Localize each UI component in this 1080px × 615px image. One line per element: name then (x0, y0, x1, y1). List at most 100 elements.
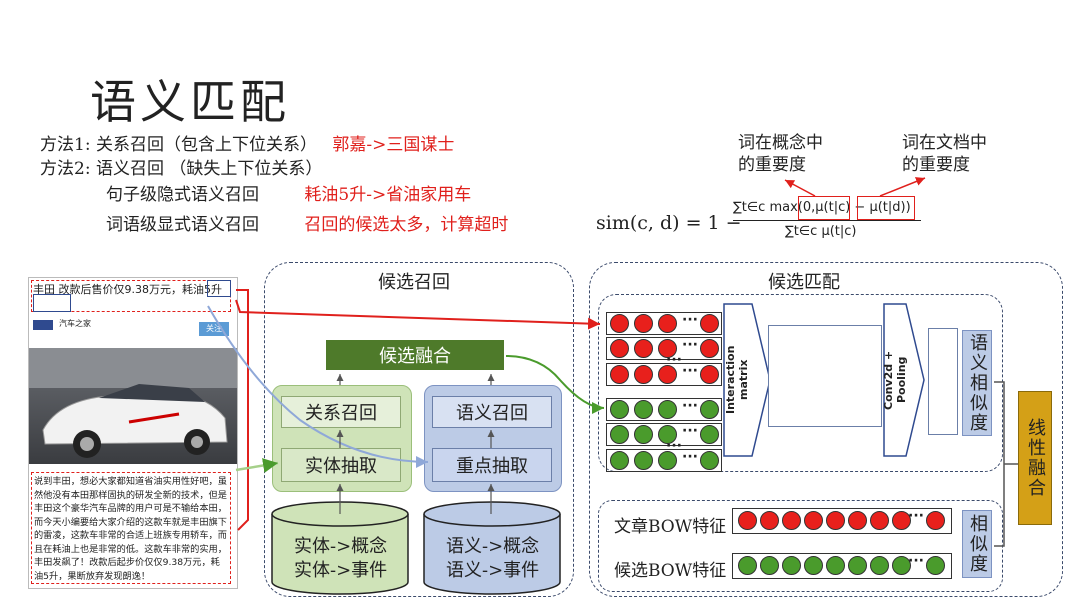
green-dot (634, 400, 653, 419)
bow-red-dot (926, 511, 945, 530)
note-doc-importance: 词在文档中的重要度 (902, 133, 987, 175)
sub-method-2-example: 召回的候选太多，计算超时 (304, 215, 509, 235)
db-semantic-concept: 语义->概念 (446, 536, 540, 557)
candidate-bow-vector (732, 553, 952, 579)
bow-green-dot (870, 556, 889, 575)
sub-method-2-text: 词语级显式语义召回 (106, 215, 259, 235)
bow-red-dot (826, 511, 845, 530)
red-vector-row (606, 312, 722, 335)
output-vector-box (928, 328, 958, 435)
bow-green-dot (738, 556, 757, 575)
green-dot (610, 425, 629, 444)
red-dot (700, 314, 719, 333)
method-2-text: 语义召回 （缺失上下位关系） (95, 159, 323, 179)
bow-green-dot (892, 556, 911, 575)
bow-red-dot (782, 511, 801, 530)
green-dot (634, 451, 653, 470)
bow-ellipsis: ··· (908, 508, 924, 524)
red-dot (700, 339, 719, 358)
bow-green-dot (804, 556, 823, 575)
red-dot (658, 339, 677, 358)
green-dot (700, 400, 719, 419)
conv-arrow (883, 303, 925, 457)
page-title: 语义匹配 (90, 75, 290, 129)
interaction-matrix-label: Interaction matrix (724, 345, 750, 415)
similarity-box: 相似度 (962, 510, 992, 578)
car-photo (29, 348, 237, 464)
method-1-label: 方法1: (40, 135, 91, 155)
row-ellipsis: ··· (666, 352, 682, 368)
bow-ellipsis: ··· (908, 553, 924, 569)
red-dot (634, 314, 653, 333)
headline-keyword-box (33, 294, 71, 312)
article-bow-vector (732, 508, 952, 534)
semantic-database-label: 语义->概念 语义->事件 (446, 535, 539, 583)
formula-fraction-bar (733, 220, 921, 221)
sub-method-1-text: 句子级隐式语义召回 (106, 185, 259, 205)
bow-green-dot (826, 556, 845, 575)
bow-red-dot (738, 511, 757, 530)
red-vector-row (606, 337, 722, 360)
key-extract-box: 重点抽取 (432, 448, 552, 482)
red-dot (610, 314, 629, 333)
source-logo (33, 320, 53, 330)
green-dot (658, 425, 677, 444)
green-dot (700, 425, 719, 444)
green-dot (658, 451, 677, 470)
row-ellipsis: ··· (682, 363, 698, 379)
bow-red-dot (760, 511, 779, 530)
entity-database (271, 501, 409, 595)
green-dot (634, 425, 653, 444)
green-vector-row (606, 449, 722, 472)
candidate-match-title: 候选匹配 (768, 272, 840, 293)
interaction-matrix-box (768, 325, 882, 427)
semantic-database (423, 501, 561, 595)
formula-numerator: ∑t∈c max(0,μ(t|c) − μ(t|d)) (733, 200, 911, 215)
bow-red-dot (848, 511, 867, 530)
article-body: 说到丰田，想必大家都知道省油实用性好吧，虽然他没有本田那样固执的研发全新的技术，… (31, 472, 231, 584)
row-ellipsis: ··· (682, 398, 698, 414)
red-dot (610, 339, 629, 358)
method-2-row: 方法2: 语义召回 （缺失上下位关系） (40, 154, 322, 179)
db-entity-concept: 实体->概念 (294, 536, 388, 557)
linear-fusion-box: 线性融合 (1018, 391, 1052, 525)
green-vector-row (606, 423, 722, 446)
conv-pooling-label: Conv2d + Pooling (882, 350, 908, 410)
row-ellipsis: ··· (666, 438, 682, 454)
method-2-label: 方法2: (40, 159, 91, 179)
article-source: 汽车之家 (59, 319, 91, 328)
headline-keyword-box-2 (207, 280, 231, 297)
semantic-recall-box: 语义召回 (432, 396, 552, 428)
article-panel: 丰田 改款后售价仅9.38万元，耗油5升 汽车之家 关注 说到丰田，想必大家都知… (28, 277, 238, 589)
red-vector-row (606, 363, 722, 386)
bow-green-dot (782, 556, 801, 575)
green-dot (610, 451, 629, 470)
green-dot (700, 451, 719, 470)
semantic-similarity-box: 语义相似度 (962, 330, 992, 436)
car-illustration (29, 348, 237, 458)
candidate-match-panel (589, 262, 1063, 597)
row-ellipsis: ··· (682, 423, 698, 439)
bow-red-dot (892, 511, 911, 530)
note-concept-importance: 词在概念中的重要度 (738, 133, 823, 175)
method-1-example: 郭嘉->三国谋士 (332, 135, 455, 155)
row-ellipsis: ··· (682, 449, 698, 465)
interaction-arrow (723, 303, 771, 457)
method-1-row: 方法1: 关系召回（包含上下位关系） 郭嘉->三国谋士 (40, 130, 454, 155)
candidate-recall-title: 候选召回 (378, 272, 450, 293)
article-bow-label: 文章BOW特征 (614, 517, 727, 537)
red-dot (634, 339, 653, 358)
formula-concept-highlight (798, 196, 850, 220)
sub-method-1-row: 句子级隐式语义召回 耗油5升->省油家用车 (106, 180, 471, 205)
red-dot (700, 365, 719, 384)
bow-red-dot (870, 511, 889, 530)
row-ellipsis: ··· (682, 312, 698, 328)
db-semantic-event: 语义->事件 (446, 560, 540, 581)
bow-red-dot (804, 511, 823, 530)
row-ellipsis: ··· (682, 337, 698, 353)
red-dot (634, 365, 653, 384)
fusion-bracket (994, 381, 1018, 547)
bow-green-dot (926, 556, 945, 575)
sub-method-2-row: 词语级显式语义召回 召回的候选太多，计算超时 (106, 210, 508, 235)
